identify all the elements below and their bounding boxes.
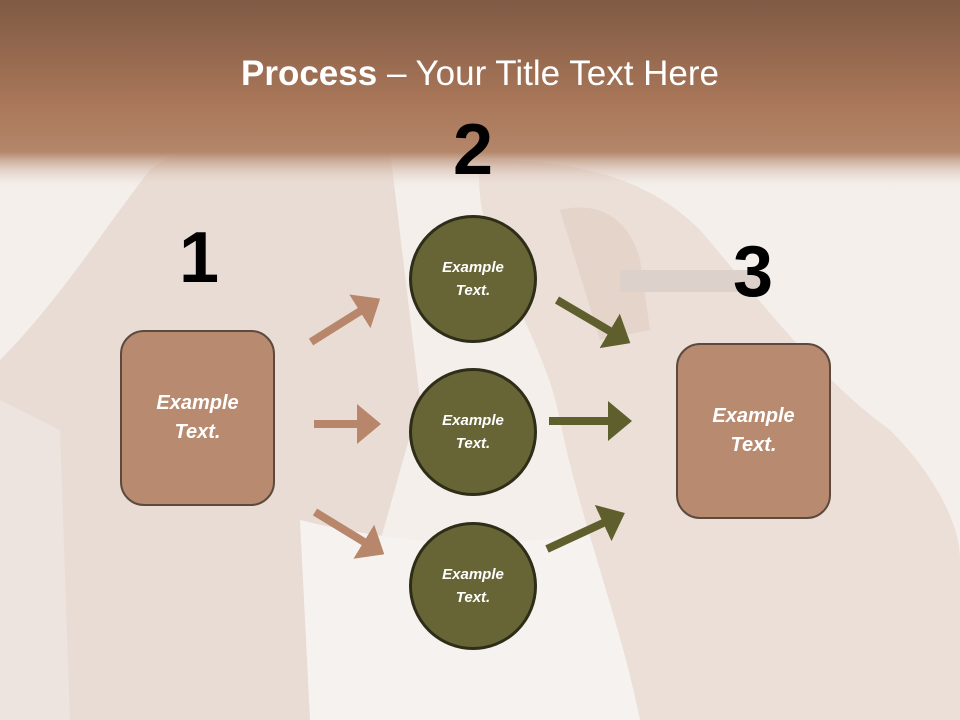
circle-middle: Example Text. — [409, 368, 537, 496]
slide-title: Process – Your Title Text Here — [0, 52, 960, 96]
left-box-text: Example Text. — [156, 392, 239, 443]
step-number-1: 1 — [178, 218, 220, 298]
circle-bottom-text: Example Text. — [442, 566, 504, 606]
left-box: Example Text. — [120, 330, 275, 506]
title-rest: – Your Title Text Here — [377, 54, 719, 93]
arrow-right-up — [545, 504, 625, 553]
step-number-3: 3 — [732, 232, 774, 312]
circle-bottom: Example Text. — [409, 522, 537, 650]
step-number-2: 2 — [452, 110, 494, 190]
arrow-right-down — [554, 296, 631, 349]
circle-top-text: Example Text. — [442, 259, 504, 299]
right-box-text: Example Text. — [712, 405, 795, 456]
arrow-left-up — [308, 294, 381, 346]
title-bold: Process — [241, 54, 378, 93]
right-box: Example Text. — [676, 343, 831, 519]
circle-middle-text: Example Text. — [442, 412, 504, 452]
circle-top: Example Text. — [409, 215, 537, 343]
arrow-left-down — [312, 508, 385, 559]
